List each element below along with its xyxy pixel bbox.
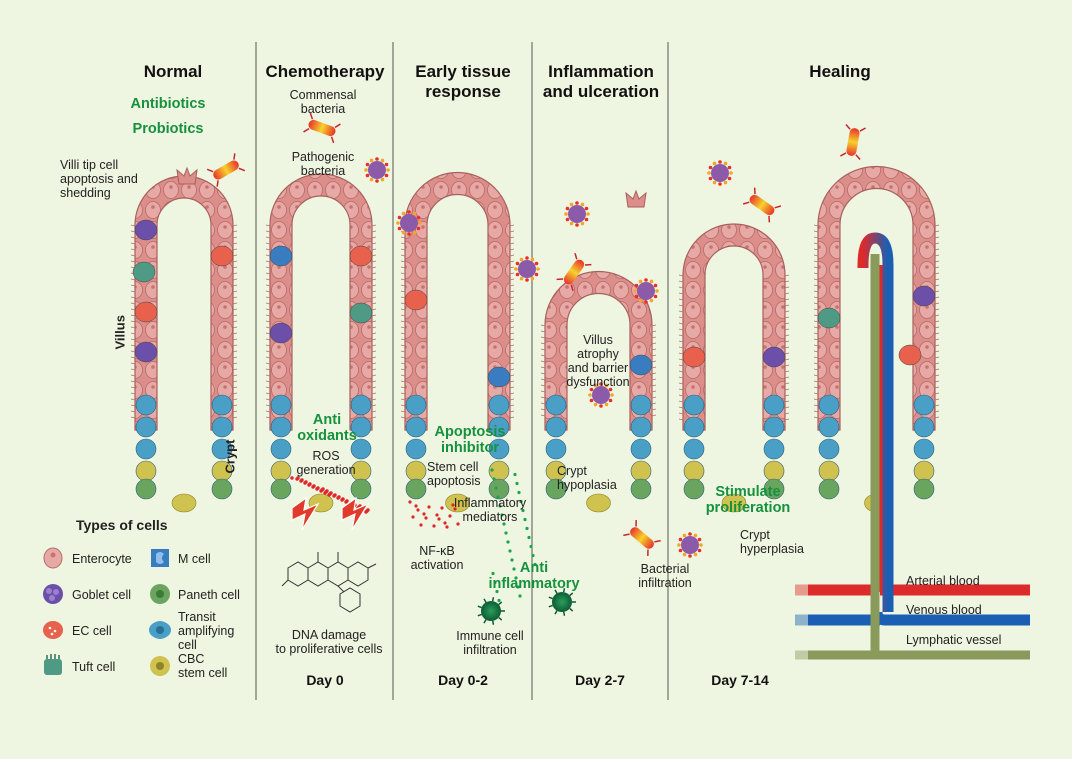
shed-cell-1 <box>176 166 198 185</box>
m-cell-2 <box>487 366 511 388</box>
tuft-cell-2 <box>349 302 373 324</box>
legend-m-cell: M cell <box>178 552 211 566</box>
legend-ec-cell: EC cell <box>72 624 112 638</box>
tuft-cell-1 <box>132 261 156 283</box>
label-lymphatic-vessel: Lymphatic vessel <box>906 633 1002 647</box>
goblet-cell-5 <box>912 285 936 307</box>
day-label-7-14: Day 7-14 <box>711 672 769 688</box>
stage-header-healing: Healing <box>809 62 871 81</box>
goblet-cell-2 <box>134 341 158 363</box>
day-label-0: Day 0 <box>306 672 344 688</box>
villus-healing-2 <box>813 165 940 513</box>
m-cell-icon <box>151 549 169 567</box>
stage-dividers <box>255 42 669 700</box>
stage-header-early-response: Early tissue response <box>415 62 511 101</box>
tuft-cell-icon <box>44 654 62 675</box>
ec-cell-icon <box>43 621 63 639</box>
label-crypt: Crypt <box>222 439 238 474</box>
pathogenic-bacterium-6 <box>588 382 614 408</box>
bacteria-and-mediators <box>176 112 866 625</box>
shed-cell-2 <box>625 189 647 208</box>
immune-cell-1 <box>477 597 505 625</box>
label-immune-cell-infiltration: Immune cell infiltration <box>456 629 524 657</box>
legend-title: Types of cells <box>76 517 168 533</box>
goblet-cell-1 <box>134 219 158 241</box>
label-venous-blood: Venous blood <box>906 603 982 617</box>
label-villus: Villus <box>112 315 128 350</box>
day-label-2-7: Day 2-7 <box>575 672 625 688</box>
label-stem-cell-apoptosis: Stem cell apoptosis <box>427 460 481 488</box>
label-arterial-blood: Arterial blood <box>906 574 980 588</box>
commensal-bacterium-6 <box>623 520 661 556</box>
label-commensal-bacteria: Commensal bacteria <box>289 88 357 116</box>
tuft-cell-3 <box>817 307 841 329</box>
treatment-probiotics: Probiotics <box>132 121 204 137</box>
label-villus-atrophy: Villus atrophy and barrier dysfunction <box>566 333 630 389</box>
villus-atrophic <box>540 270 657 513</box>
chemical-structure <box>281 552 377 613</box>
ros-lightning-icons <box>291 496 370 531</box>
stage-header-normal: Normal <box>143 62 203 81</box>
pathogenic-bacterium-2 <box>396 210 422 236</box>
villus-chemotherapy-epithelium <box>269 173 373 431</box>
stage-header-inflammation: Inflammation and ulceration <box>542 62 660 101</box>
label-dna-damage: DNA damage to proliferative cells <box>275 628 383 656</box>
m-cell-3 <box>629 354 653 376</box>
label-pathogenic-bacteria: Pathogenic bacteria <box>291 150 355 178</box>
label-inflammatory-mediators: Inflammatory mediators <box>453 496 527 524</box>
pathogenic-bacterium-4 <box>564 201 590 227</box>
enterocyte-icon <box>43 547 63 569</box>
vessels <box>790 232 1030 660</box>
treatment-antioxidants: Anti oxidants <box>297 412 357 444</box>
label-nfkb-activation: NF-κB activation <box>410 544 464 572</box>
immune-cell-2 <box>548 588 576 616</box>
label-bacterial-infiltration: Bacterial infiltration <box>638 562 692 590</box>
transit-amplifying-cell-icon <box>149 621 171 639</box>
legend-tuft-cell: Tuft cell <box>72 660 116 674</box>
goblet-cell-3 <box>269 322 293 344</box>
cbc-stem-cell-icon <box>150 656 170 676</box>
villi-layer <box>130 165 940 513</box>
ec-cell-5 <box>682 346 706 368</box>
paneth-cell-icon <box>150 584 170 604</box>
pathogenic-bacterium-3 <box>514 256 540 282</box>
commensal-bacterium-5 <box>840 124 866 160</box>
treatment-antibiotics: Antibiotics <box>130 96 206 112</box>
ec-cell-3 <box>349 245 373 267</box>
villus-healing-1 <box>678 223 790 513</box>
treatment-stimulate-proliferation: Stimulate proliferation <box>705 484 791 516</box>
goblet-cell-icon <box>43 584 63 604</box>
goblet-cell-4 <box>762 346 786 368</box>
m-cell-1 <box>269 245 293 267</box>
ec-cell-2 <box>210 245 234 267</box>
pathogenic-bacterium-5 <box>633 278 659 304</box>
commensal-bacterium-4 <box>742 187 782 223</box>
legend-cbc-stem-cell: CBC stem cell <box>178 652 228 680</box>
legend-enterocyte: Enterocyte <box>72 552 132 566</box>
ec-cell-6 <box>898 344 922 366</box>
villus-chemotherapy <box>265 173 377 513</box>
pathogenic-bacterium-7 <box>707 160 733 186</box>
treatment-anti-inflammatory: Anti inflammatory <box>488 560 580 592</box>
label-crypt-hyperplasia: Crypt hyperplasia <box>740 528 804 556</box>
villus-normal <box>130 175 238 513</box>
label-villi-tip-apoptosis: Villi tip cell apoptosis and shedding <box>60 158 138 200</box>
legend-transit-amplifying: Transit amplifying cell <box>178 610 235 652</box>
commensal-bacterium-3 <box>556 252 592 292</box>
ec-cell-1 <box>134 301 158 323</box>
ec-cell-4 <box>404 289 428 311</box>
legend-goblet-cell: Goblet cell <box>72 588 132 602</box>
stage-header-chemotherapy: Chemotherapy <box>265 62 385 81</box>
pathogenic-bacterium-8 <box>677 532 703 558</box>
pathogenic-bacterium-1 <box>364 157 390 183</box>
treatment-apoptosis-inhibitor: Apoptosis inhibitor <box>434 424 506 456</box>
commensal-bacterium-2 <box>303 112 341 144</box>
label-ros-generation: ROS generation <box>296 449 356 477</box>
label-crypt-hypoplasia: Crypt hypoplasia <box>557 464 617 492</box>
legend-paneth-cell: Paneth cell <box>178 588 240 602</box>
day-label-0-2: Day 0-2 <box>438 672 488 688</box>
commensal-bacterium-1 <box>206 153 246 187</box>
